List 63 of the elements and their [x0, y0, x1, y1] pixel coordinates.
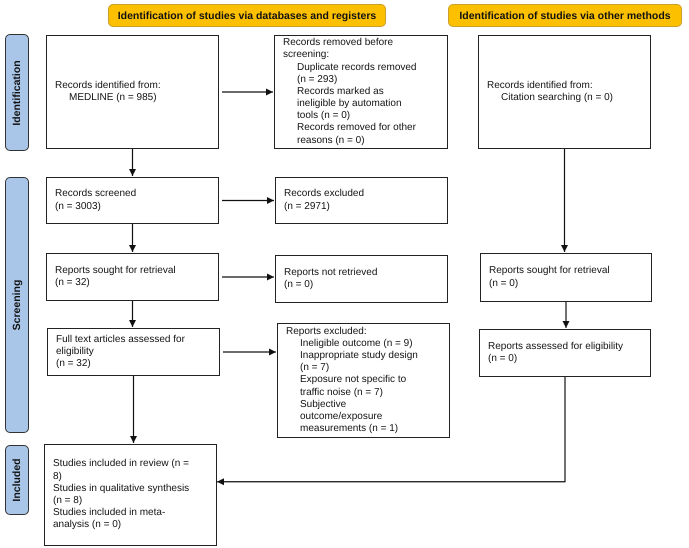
box-text: (n = 2971): [284, 200, 331, 213]
arrow: [130, 376, 137, 443]
process-box: [44, 444, 217, 546]
arrow: [562, 302, 570, 328]
box-text: Reports not retrieved: [284, 266, 378, 279]
box-text: (n = 32): [56, 358, 92, 370]
header-text: Identification of studies via other methods: [459, 10, 671, 22]
box-text: (n = 0): [284, 279, 314, 292]
box-text: Records excluded: [284, 188, 366, 200]
box-text: Reports sought for retrieval: [55, 264, 177, 277]
phase-label: Identification: [11, 60, 23, 126]
box-text: Full text articles assessed for eligibility: [56, 334, 186, 358]
process-box: [47, 328, 220, 376]
process-box: [479, 329, 651, 377]
section-header: [448, 4, 682, 27]
process-box: [46, 35, 219, 149]
process-box: [274, 35, 448, 149]
section-header: [108, 4, 386, 27]
box-text: Subjective outcome/exposure measurements (n = 1): [299, 398, 400, 436]
process-box: [277, 323, 450, 438]
box-text: Studies in qualitative synthesis (n = 8): [53, 482, 190, 508]
box-text: (n = 32): [55, 277, 91, 290]
box-text: Records identified from:: [487, 80, 594, 92]
box-text: (n = 0): [488, 353, 518, 366]
phase-label-bar: [5, 34, 29, 151]
box-text: Records screened: [55, 188, 138, 200]
phase-label-bar: [5, 177, 29, 433]
process-box: [275, 255, 448, 303]
box-text: Inappropriate study design (n = 7): [299, 350, 419, 374]
box-text: Duplicate records removed (n = 293): [296, 62, 418, 86]
box-text: MEDLINE (n = 985): [68, 92, 158, 104]
box-text: Records marked as ineligible by automation tools (n = 0): [296, 86, 403, 122]
box-text: Citation searching (n = 0): [500, 92, 614, 104]
box-text: Exposure not specific to traffic noise (n = 7): [299, 374, 408, 399]
arrow: [129, 224, 136, 252]
arrow: [222, 88, 273, 96]
arrow: [129, 301, 136, 327]
box-text: Studies included in meta-analysis (n = 0): [53, 507, 166, 532]
arrow: [561, 149, 568, 252]
arrow: [129, 149, 136, 176]
phase-label-bar: [5, 445, 29, 515]
box-text: Records removed for other reasons (n = 0): [296, 122, 417, 147]
box-text: Reports assessed for eligibility: [488, 340, 624, 353]
box-text: (n = 3003): [55, 200, 102, 213]
process-box: [480, 253, 652, 302]
process-box: [275, 177, 448, 224]
process-box: [478, 35, 651, 149]
process-box: [46, 177, 219, 224]
arrow: [223, 348, 276, 356]
arrow: [222, 274, 274, 280]
box-text: Records identified from:: [55, 80, 162, 92]
phase-label: Screening: [11, 280, 23, 330]
box-text: Ineligible outcome (n = 9): [299, 338, 414, 350]
process-box: [46, 253, 219, 301]
arrow: [217, 377, 566, 486]
box-text: Reports sought for retrieval: [489, 265, 611, 278]
box-text: Studies included in review (n = 8): [53, 458, 190, 483]
phase-label: Included: [11, 458, 23, 502]
box-text: (n = 0): [489, 278, 520, 290]
box-text: Records removed before screening:: [283, 37, 394, 62]
header-text: Identification of studies via databases and registers: [118, 10, 376, 22]
box-text: Reports excluded:: [286, 326, 368, 338]
arrow: [222, 197, 274, 204]
